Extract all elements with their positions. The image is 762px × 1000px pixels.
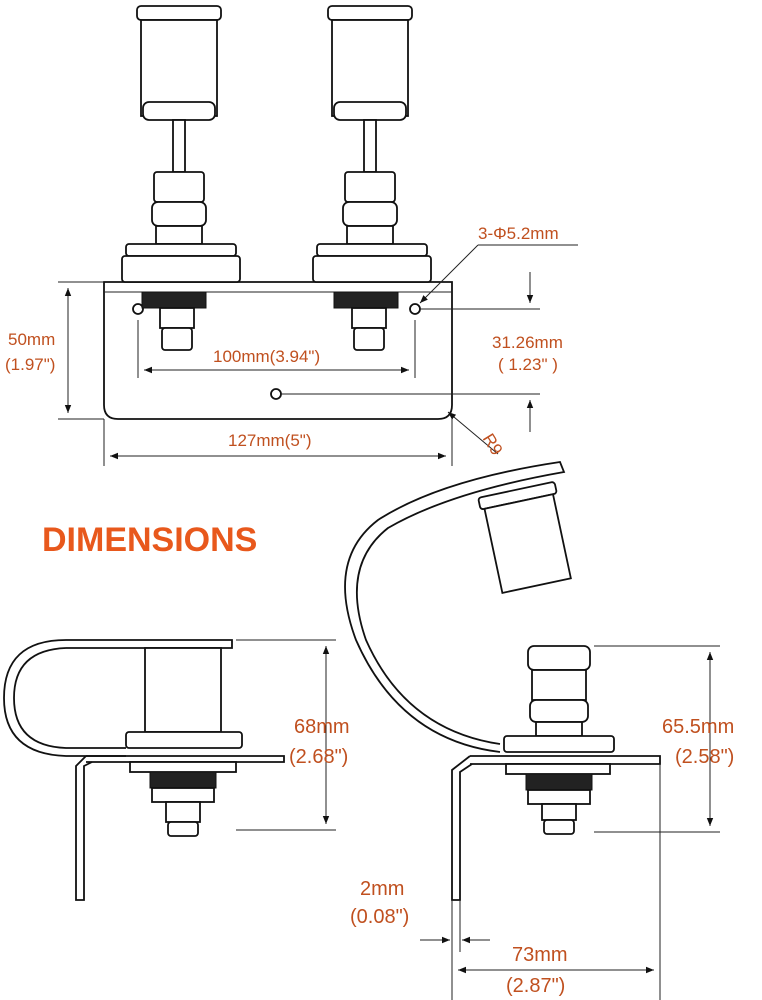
terminal-post-left (121, 5, 241, 351)
dim-depth-in: (2.87") (506, 975, 565, 997)
dim-right-height-in: (2.58") (675, 746, 734, 768)
side-view-right: 65.5mm (2.58") 2mm (0.08") 73mm (2.87") (344, 461, 734, 1000)
mounting-plate (103, 281, 453, 420)
mount-hole-bottom (270, 388, 282, 400)
dim-hole-offset-mm: 31.26mm (492, 333, 563, 352)
dim-thickness-in: (0.08") (350, 906, 409, 928)
dim-height-mm: 50mm (8, 330, 55, 349)
dim-width: 127mm(5") (228, 431, 312, 450)
dim-hole-spec: 3-Φ5.2mm (478, 224, 559, 243)
dim-spacing: 100mm(3.94") (213, 347, 320, 366)
terminal-post-right (312, 5, 432, 351)
dim-left-height-mm: 68mm (294, 716, 350, 738)
side-view-left: 68mm (2.68") (3, 639, 350, 901)
mount-hole-right (409, 303, 421, 315)
dim-depth-mm: 73mm (512, 944, 568, 966)
title: DIMENSIONS (42, 521, 257, 559)
top-view: 50mm (1.97") 100mm(3.94") 31.26mm ( 1.23… (5, 5, 578, 466)
dim-radius: R9 (479, 430, 507, 459)
dim-left-height-in: (2.68") (289, 746, 348, 768)
dim-right-height-mm: 65.5mm (662, 716, 734, 738)
dim-hole-offset-in: ( 1.23" ) (498, 355, 558, 374)
dim-height-in: (1.97") (5, 355, 55, 374)
dim-thickness-mm: 2mm (360, 878, 404, 900)
mount-hole-left (132, 303, 144, 315)
